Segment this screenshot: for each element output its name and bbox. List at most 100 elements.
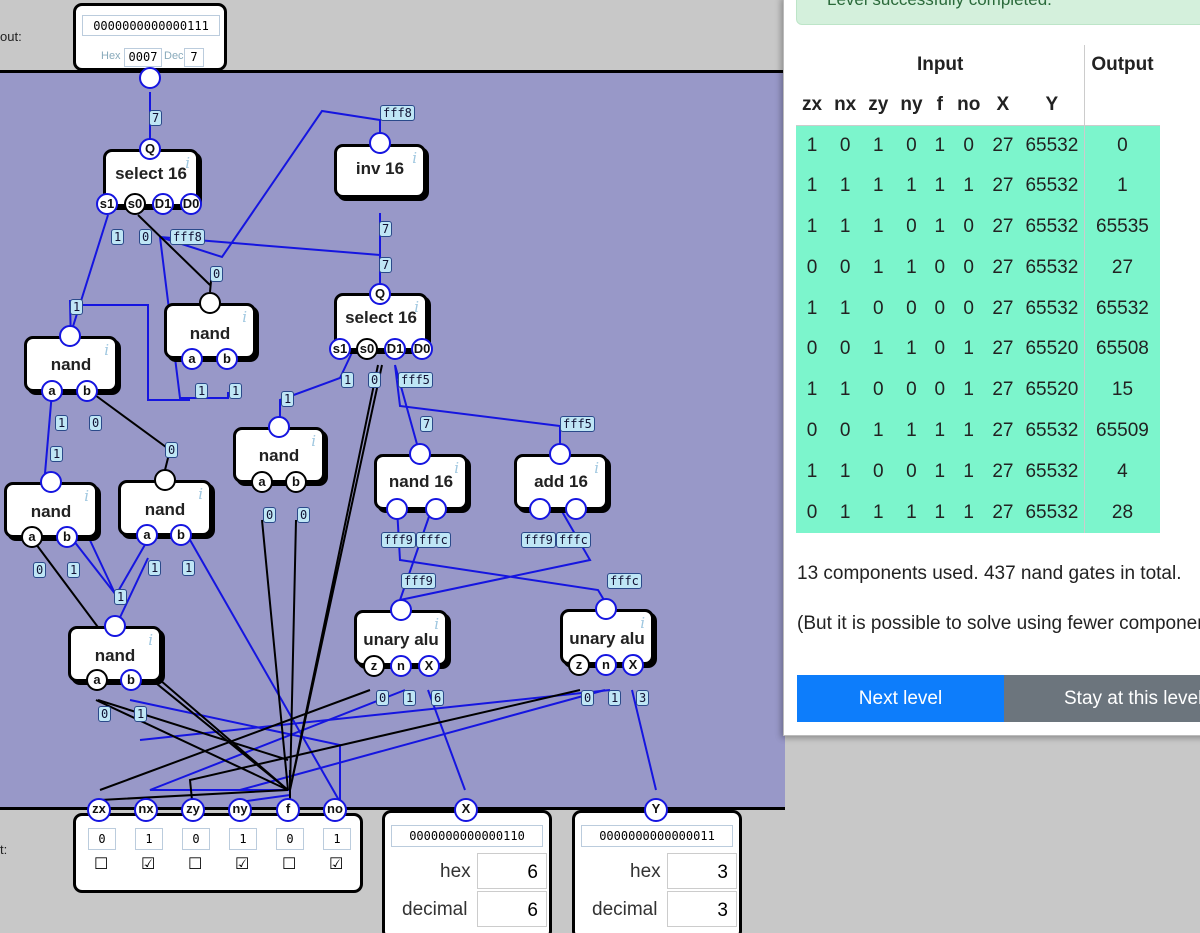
wire-value: 1 xyxy=(195,383,209,399)
next-level-button[interactable]: Next level xyxy=(797,675,1004,722)
f-value[interactable]: 0 xyxy=(276,828,304,850)
unary-alu-2-n-pin[interactable]: n xyxy=(595,654,617,676)
wire-value: 0 xyxy=(297,507,311,523)
unary-alu-2-out-pin[interactable] xyxy=(595,598,617,620)
table-cell: 1 xyxy=(1117,175,1128,197)
info-icon[interactable]: i xyxy=(454,459,459,477)
nand-b1-a-pin[interactable]: a xyxy=(21,526,43,548)
nand-mid-b-pin[interactable]: b xyxy=(285,471,307,493)
nand-b1-b-pin[interactable]: b xyxy=(56,526,78,548)
nand-b2-a-pin[interactable]: a xyxy=(136,524,158,546)
f-checkbox[interactable]: ☐ xyxy=(282,856,297,873)
table-cell: 65532 xyxy=(1019,125,1086,166)
info-icon[interactable]: i xyxy=(148,631,153,649)
nand-b2-out-pin[interactable] xyxy=(154,469,176,491)
y-binary-field[interactable]: 0000000000000011 xyxy=(581,825,733,847)
nand-b3-b-pin[interactable]: b xyxy=(120,669,142,691)
zy-pin[interactable]: zy xyxy=(181,798,205,822)
select16-top-s1-pin[interactable]: s1 xyxy=(96,193,118,215)
info-icon[interactable]: i xyxy=(104,341,109,359)
info-icon[interactable]: i xyxy=(640,614,645,632)
select16-mid-q-pin[interactable]: Q xyxy=(369,283,391,305)
inv16-out-pin[interactable] xyxy=(369,132,391,154)
nand-mid-out-pin[interactable] xyxy=(268,416,290,438)
nand-left-a-pin[interactable]: a xyxy=(41,380,63,402)
nand16-b-pin[interactable] xyxy=(425,498,447,520)
f-pin[interactable]: f xyxy=(276,798,300,822)
unary-alu-2-x-pin[interactable]: X xyxy=(622,654,644,676)
select16-top-d1-pin[interactable]: D1 xyxy=(152,193,174,215)
zx-checkbox[interactable]: ☐ xyxy=(94,856,109,873)
select16-mid-s0-pin[interactable]: s0 xyxy=(356,338,378,360)
nand-left-b-pin[interactable]: b xyxy=(76,380,98,402)
info-icon[interactable]: i xyxy=(434,615,439,633)
x-hex-field[interactable]: 6 xyxy=(477,853,547,889)
x-pin[interactable]: X xyxy=(454,798,478,822)
info-icon[interactable]: i xyxy=(185,154,190,172)
output-dec-field[interactable]: 7 xyxy=(184,48,204,67)
select16-mid-d1-pin[interactable]: D1 xyxy=(384,338,406,360)
no-value[interactable]: 1 xyxy=(323,828,351,850)
unary-alu-1-z-pin[interactable]: z xyxy=(363,655,385,677)
info-icon[interactable]: i xyxy=(412,149,417,167)
output-hex-field[interactable]: 0007 xyxy=(124,48,162,67)
nx-pin[interactable]: nx xyxy=(134,798,158,822)
nand-left-out-pin[interactable] xyxy=(59,325,81,347)
output-binary-field[interactable]: 0000000000000111 xyxy=(82,15,220,36)
unary-alu-1-x-pin[interactable]: X xyxy=(418,655,440,677)
table-cell: 0 xyxy=(906,460,917,482)
select16-mid-s1-pin[interactable]: s1 xyxy=(329,338,351,360)
nand-mid-a-pin[interactable]: a xyxy=(251,471,273,493)
info-icon[interactable]: i xyxy=(414,298,419,316)
unary-alu-1-out-pin[interactable] xyxy=(390,599,412,621)
nand-top-a-pin[interactable]: a xyxy=(181,348,203,370)
nand-b2-b-pin[interactable]: b xyxy=(170,524,192,546)
x-decimal-field[interactable]: 6 xyxy=(477,891,547,927)
x-binary-field[interactable]: 0000000000000110 xyxy=(391,825,543,847)
add16-b-pin[interactable] xyxy=(565,498,587,520)
no-checkbox[interactable]: ☑ xyxy=(329,856,344,873)
zx-pin[interactable]: zx xyxy=(87,798,111,822)
select16-mid-d0-pin[interactable]: D0 xyxy=(411,338,433,360)
ny-pin[interactable]: ny xyxy=(228,798,252,822)
no-pin[interactable]: no xyxy=(323,798,347,822)
nand16-out-pin[interactable] xyxy=(409,443,431,465)
y-decimal-field[interactable]: 3 xyxy=(667,891,737,927)
y-hex-label: hex xyxy=(630,861,661,882)
zy-value[interactable]: 0 xyxy=(182,828,210,850)
stay-level-button[interactable]: Stay at this level xyxy=(1004,675,1200,722)
nand-b3-out-pin[interactable] xyxy=(104,615,126,637)
nx-value[interactable]: 1 xyxy=(135,828,163,850)
add16-out-pin[interactable] xyxy=(549,443,571,465)
info-icon[interactable]: i xyxy=(84,487,89,505)
select16-top-d0-pin[interactable]: D0 xyxy=(180,193,202,215)
info-icon[interactable]: i xyxy=(311,432,316,450)
unary-alu-1-n-pin[interactable]: n xyxy=(390,655,412,677)
table-cell: 65508 xyxy=(1096,338,1149,360)
table-cell: 27 xyxy=(992,134,1014,156)
nx-checkbox[interactable]: ☑ xyxy=(141,856,156,873)
nand16-a-pin[interactable] xyxy=(386,498,408,520)
ny-checkbox[interactable]: ☑ xyxy=(235,856,250,873)
ny-value[interactable]: 1 xyxy=(229,828,257,850)
unary-alu-2-z-pin[interactable]: z xyxy=(568,654,590,676)
info-icon[interactable]: i xyxy=(242,308,247,326)
select16-top-q-pin[interactable]: Q xyxy=(139,138,161,160)
wire-value: 1 xyxy=(67,562,81,578)
nand-top[interactable]: nand i xyxy=(164,303,256,359)
zx-value[interactable]: 0 xyxy=(88,828,116,850)
select16-top-s0-pin[interactable]: s0 xyxy=(124,193,146,215)
info-icon[interactable]: i xyxy=(198,485,203,503)
add16-a-pin[interactable] xyxy=(529,498,551,520)
output-pin[interactable] xyxy=(139,67,161,89)
zy-checkbox[interactable]: ☐ xyxy=(188,856,203,873)
y-hex-field[interactable]: 3 xyxy=(667,853,737,889)
nand-top-out-pin[interactable] xyxy=(199,292,221,314)
nand-top-b-pin[interactable]: b xyxy=(216,348,238,370)
info-icon[interactable]: i xyxy=(594,459,599,477)
y-pin[interactable]: Y xyxy=(644,798,668,822)
nand-b3-a-pin[interactable]: a xyxy=(86,669,108,691)
nand-b1-out-pin[interactable] xyxy=(40,471,62,493)
